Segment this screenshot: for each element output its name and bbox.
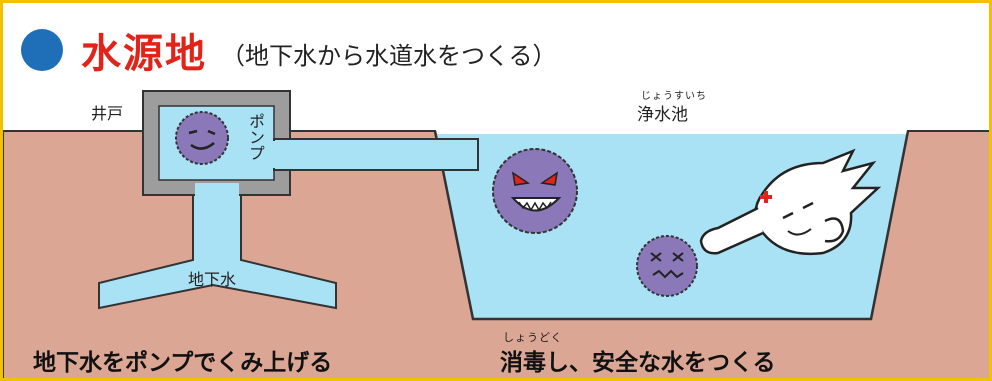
caption-disinfect: 消毒し、安全な水をつくる [500, 350, 776, 376]
pond-surface-gap [436, 128, 907, 134]
caption-disinfect-ruby: しょうどく [503, 331, 563, 344]
angry-germ-icon [492, 148, 578, 234]
pond-outline [433, 130, 910, 321]
defeated-germ-icon [636, 235, 698, 297]
pump-pipe [273, 138, 479, 171]
scene-illustration [3, 90, 989, 378]
pipe-joint [268, 141, 278, 168]
title-bullet-icon [21, 29, 63, 71]
well-label: 井戸 [91, 104, 124, 123]
page-title: 水源地 [81, 31, 207, 77]
page-subtitle: （地下水から水道水をつくる） [221, 41, 557, 70]
shaft-joint [195, 183, 239, 199]
germ-in-well-icon [175, 111, 229, 165]
groundwater-label: 地下水 [188, 270, 237, 289]
title-row: 水源地 （地下水から水道水をつくる） [21, 21, 557, 79]
groundwater-channel [98, 194, 337, 310]
purification-pond-label: 浄水池 [637, 105, 688, 125]
purification-pond-ruby: じょうすいち [641, 91, 707, 102]
disinfectant-hero-icon [699, 148, 882, 255]
pump-label: ポンプ [246, 113, 265, 161]
caption-pump-up: 地下水をポンプでくみ上げる [33, 350, 333, 376]
